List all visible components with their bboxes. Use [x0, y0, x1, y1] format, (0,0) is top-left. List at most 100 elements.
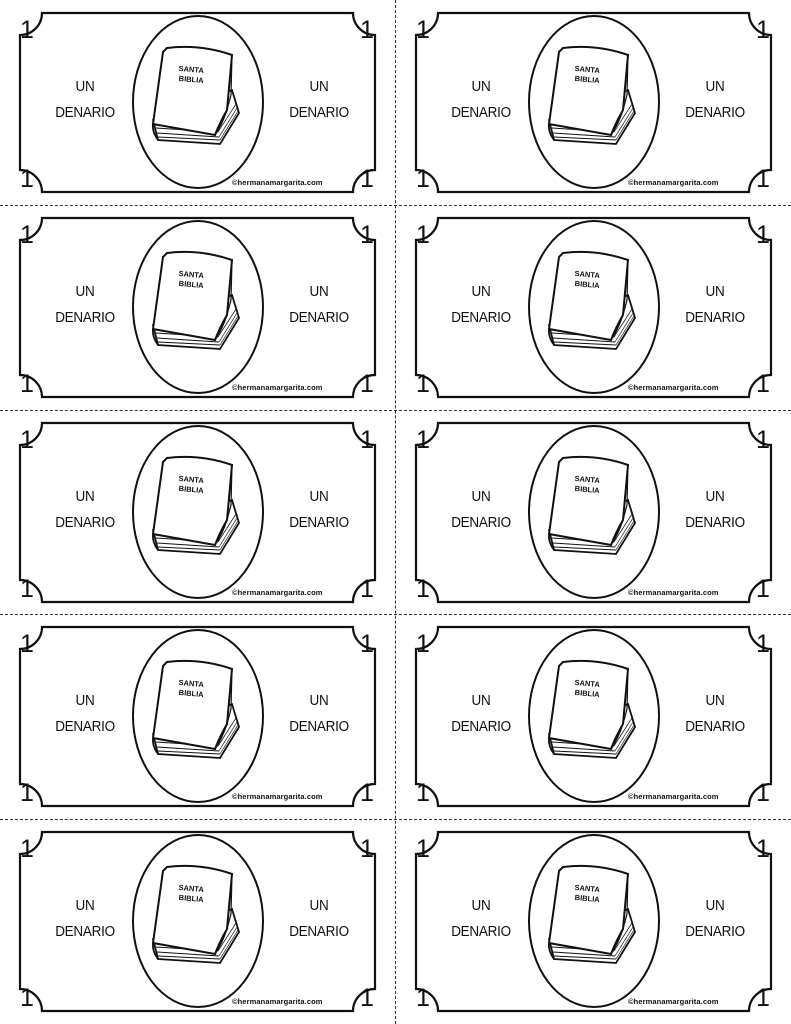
- denomination-right: UN DENARIO: [675, 484, 756, 536]
- bible-book-icon: SANTA BIBLIA: [547, 864, 636, 964]
- value-top-right: 1: [360, 630, 374, 658]
- book-title-line-2: BIBLIA: [574, 688, 600, 699]
- bible-book-icon: SANTA BIBLIA: [547, 455, 636, 555]
- bill-frame: SANTA BIBLIA: [414, 216, 773, 399]
- value-top-right: 1: [756, 221, 770, 249]
- denomination-line-1: UN: [705, 897, 725, 914]
- denomination-line-2: DENARIO: [451, 309, 511, 326]
- denario-bill: SANTA BIBLIA 1 1 1 1 UN DENARIO UN DENAR…: [396, 410, 791, 614]
- value-bottom-right: 1: [360, 575, 374, 603]
- value-top-left: 1: [20, 221, 34, 249]
- value-top-right: 1: [756, 426, 770, 454]
- denomination-line-1: UN: [705, 692, 725, 709]
- denomination-right: UN DENARIO: [675, 74, 756, 126]
- denomination-line-2: DENARIO: [55, 514, 115, 531]
- denomination-left: UN DENARIO: [45, 279, 126, 331]
- denomination-left: UN DENARIO: [441, 74, 522, 126]
- denomination-line-2: DENARIO: [55, 923, 115, 940]
- denomination-left: UN DENARIO: [441, 279, 522, 331]
- denomination-right: UN DENARIO: [279, 893, 360, 945]
- value-bottom-left: 1: [20, 370, 34, 398]
- denomination-line-2: DENARIO: [55, 718, 115, 735]
- value-bottom-right: 1: [360, 779, 374, 807]
- book-title-line-1: SANTA: [178, 678, 205, 689]
- bill-frame: SANTA BIBLIA: [414, 421, 773, 604]
- denomination-left: UN DENARIO: [441, 484, 522, 536]
- denomination-line-1: UN: [309, 897, 329, 914]
- bible-book-icon: SANTA BIBLIA: [151, 45, 240, 145]
- copyright-credit: ©hermanamargarita.com: [628, 792, 719, 801]
- book-title-line-1: SANTA: [574, 883, 601, 894]
- denomination-line-2: DENARIO: [451, 514, 511, 531]
- value-top-left: 1: [20, 426, 34, 454]
- denomination-line-1: UN: [471, 488, 491, 505]
- value-bottom-right: 1: [756, 779, 770, 807]
- denomination-line-2: DENARIO: [685, 104, 745, 121]
- denomination-line-1: UN: [75, 283, 95, 300]
- bible-book-icon: SANTA BIBLIA: [547, 250, 636, 350]
- value-bottom-right: 1: [756, 165, 770, 193]
- horizontal-cut-line: [0, 205, 791, 206]
- value-bottom-left: 1: [20, 575, 34, 603]
- value-top-right: 1: [360, 16, 374, 44]
- denomination-right: UN DENARIO: [675, 893, 756, 945]
- bible-book-icon: SANTA BIBLIA: [547, 659, 636, 759]
- horizontal-cut-line: [0, 819, 791, 820]
- copyright-credit: ©hermanamargarita.com: [628, 588, 719, 597]
- denomination-right: UN DENARIO: [279, 74, 360, 126]
- bible-book-icon: SANTA BIBLIA: [151, 659, 240, 759]
- copyright-credit: ©hermanamargarita.com: [628, 178, 719, 187]
- value-top-right: 1: [756, 16, 770, 44]
- bill-frame: SANTA BIBLIA: [18, 830, 377, 1013]
- denomination-left: UN DENARIO: [45, 688, 126, 740]
- value-top-right: 1: [756, 630, 770, 658]
- denario-bill: SANTA BIBLIA 1 1 1 1 UN DENARIO UN DENAR…: [396, 0, 791, 204]
- denario-bill: SANTA BIBLIA 1 1 1 1 UN DENARIO UN DENAR…: [396, 614, 791, 818]
- value-bottom-right: 1: [756, 984, 770, 1012]
- copyright-credit: ©hermanamargarita.com: [232, 383, 323, 392]
- book-title-line-2: BIBLIA: [178, 688, 204, 699]
- denomination-right: UN DENARIO: [279, 279, 360, 331]
- book-title-line-1: SANTA: [178, 883, 205, 894]
- book-title-line-1: SANTA: [574, 678, 601, 689]
- copyright-credit: ©hermanamargarita.com: [628, 997, 719, 1006]
- value-bottom-left: 1: [416, 165, 430, 193]
- book-title-line-2: BIBLIA: [574, 74, 600, 85]
- copyright-credit: ©hermanamargarita.com: [232, 997, 323, 1006]
- copyright-credit: ©hermanamargarita.com: [232, 792, 323, 801]
- value-bottom-left: 1: [416, 575, 430, 603]
- bible-book-icon: SANTA BIBLIA: [151, 250, 240, 350]
- denomination-line-2: DENARIO: [685, 718, 745, 735]
- book-title-line-2: BIBLIA: [574, 484, 600, 495]
- denomination-line-2: DENARIO: [685, 514, 745, 531]
- bill-frame: SANTA BIBLIA: [18, 216, 377, 399]
- value-bottom-right: 1: [360, 370, 374, 398]
- book-title-line-1: SANTA: [178, 474, 205, 485]
- copyright-credit: ©hermanamargarita.com: [232, 178, 323, 187]
- denomination-line-1: UN: [75, 78, 95, 95]
- value-top-left: 1: [416, 221, 430, 249]
- copyright-credit: ©hermanamargarita.com: [232, 588, 323, 597]
- denomination-line-1: UN: [75, 488, 95, 505]
- denomination-line-1: UN: [309, 692, 329, 709]
- value-bottom-left: 1: [416, 779, 430, 807]
- value-bottom-right: 1: [756, 370, 770, 398]
- value-bottom-right: 1: [360, 984, 374, 1012]
- denomination-line-2: DENARIO: [451, 104, 511, 121]
- denomination-line-1: UN: [705, 78, 725, 95]
- denomination-left: UN DENARIO: [441, 688, 522, 740]
- value-top-left: 1: [20, 16, 34, 44]
- denomination-line-2: DENARIO: [289, 718, 349, 735]
- denomination-line-1: UN: [309, 283, 329, 300]
- denomination-line-2: DENARIO: [685, 923, 745, 940]
- value-top-right: 1: [360, 835, 374, 863]
- value-bottom-right: 1: [360, 165, 374, 193]
- book-title-line-1: SANTA: [178, 269, 205, 280]
- denomination-line-1: UN: [75, 897, 95, 914]
- book-title-line-2: BIBLIA: [574, 279, 600, 290]
- denomination-right: UN DENARIO: [675, 688, 756, 740]
- denomination-left: UN DENARIO: [45, 893, 126, 945]
- bill-frame: SANTA BIBLIA: [18, 11, 377, 194]
- denomination-line-2: DENARIO: [451, 923, 511, 940]
